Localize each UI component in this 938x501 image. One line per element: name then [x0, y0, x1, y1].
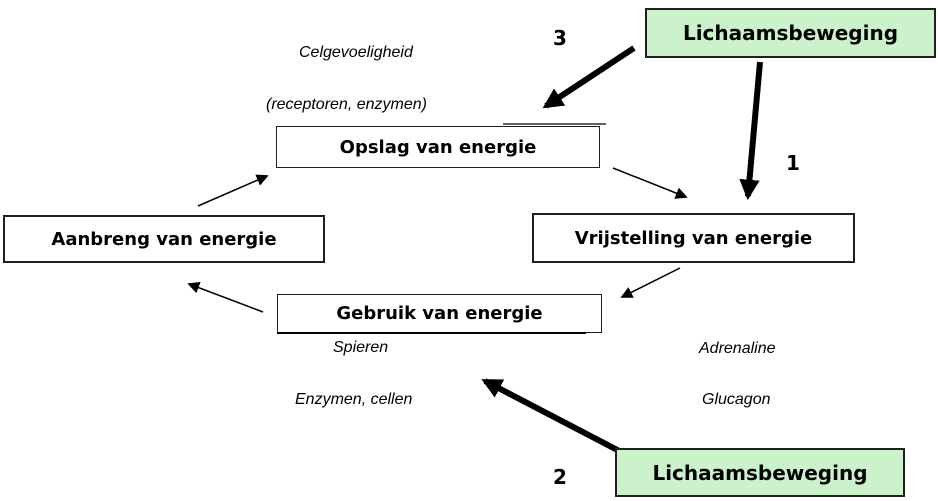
arrow-2-lichaamsbeweging-to-gebruik — [481, 378, 629, 458]
box-vrijstelling-van-energie: Vrijstelling van energie — [532, 213, 855, 263]
annotation-receptoren-enzymen: (receptoren, enzymen) — [266, 96, 427, 113]
gebruik-underline — [276, 331, 586, 334]
box-lichaamsbeweging-bottom-label: Lichaamsbeweging — [652, 460, 868, 485]
annotation-enzymen-cellen: Enzymen, cellen — [295, 391, 413, 408]
step-number-3: 3 — [553, 26, 567, 50]
annotation-spieren: Spieren — [333, 339, 389, 356]
box-lichaamsbeweging-top: Lichaamsbeweging — [645, 8, 936, 58]
box-aanbreng-label: Aanbreng van energie — [51, 228, 277, 250]
box-opslag-van-energie: Opslag van energie — [276, 126, 600, 168]
box-lichaamsbeweging-top-label: Lichaamsbeweging — [682, 21, 899, 45]
annotation-celgevoeligheid: Celgevoeligheid — [299, 44, 413, 61]
box-opslag-label: Opslag van energie — [339, 136, 537, 158]
arrow-gebruik-to-aanbreng — [187, 281, 264, 313]
box-aanbreng-van-energie: Aanbreng van energie — [3, 215, 325, 263]
arrow-opslag-to-vrijstelling — [612, 167, 688, 199]
arrow-vrijstelling-to-gebruik — [620, 267, 681, 298]
step-number-2: 2 — [553, 465, 567, 489]
box-gebruik-van-energie: Gebruik van energie — [276, 294, 602, 334]
arrow-3-lichaamsbeweging-to-opslag — [542, 45, 636, 109]
arrow-aanbreng-to-opslag — [197, 174, 269, 207]
annotation-glucagon: Glucagon — [702, 391, 771, 408]
box-vrijstelling-label: Vrijstelling van energie — [574, 227, 813, 249]
arrow-1-lichaamsbeweging-to-vrijstelling — [739, 61, 763, 201]
box-gebruik-label: Gebruik van energie — [336, 303, 543, 324]
box-lichaamsbeweging-bottom: Lichaamsbeweging — [615, 448, 905, 497]
step-number-1: 1 — [786, 151, 800, 175]
annotation-adrenaline: Adrenaline — [699, 340, 776, 357]
